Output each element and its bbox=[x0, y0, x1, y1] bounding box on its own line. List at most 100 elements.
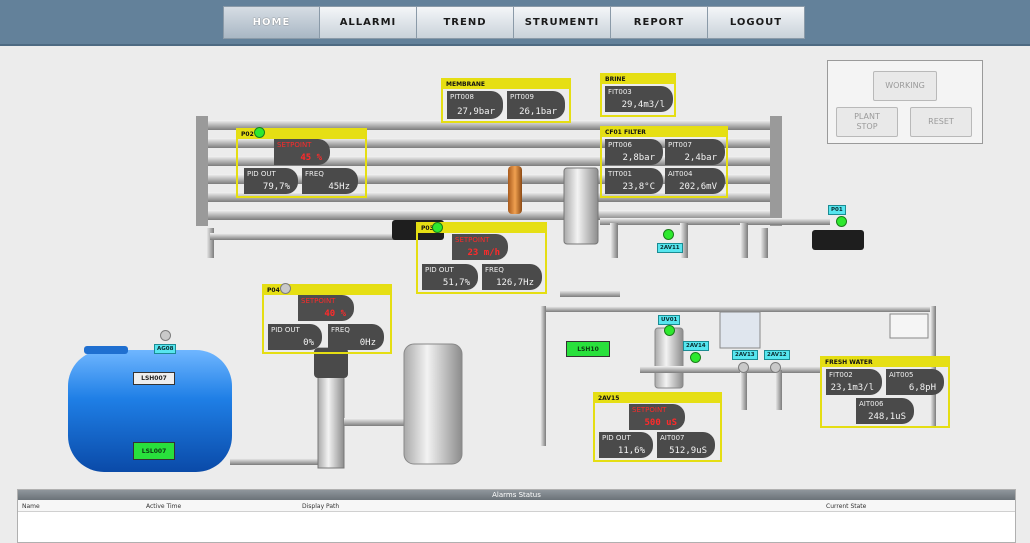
gauge-value: 2,4bar bbox=[684, 153, 717, 163]
2av15-valve-panel: 2AV15 SETPOINT 500 uS PID OUT 11,6% AIT0… bbox=[593, 392, 722, 462]
nav-trend-button[interactable]: TREND bbox=[417, 6, 514, 39]
pit009-gauge[interactable]: PIT009 26,1bar bbox=[507, 91, 565, 119]
tank-body bbox=[68, 350, 232, 472]
drop-pipe bbox=[740, 370, 747, 410]
plant-control-panel: WORKING PLANT STOP RESET bbox=[827, 60, 983, 144]
gauge-value: 27,9bar bbox=[457, 107, 495, 117]
top-navigation-bar: HOME ALLARMI TREND STRUMENTI REPORT LOGO… bbox=[0, 0, 1030, 46]
reset-button[interactable]: RESET bbox=[910, 107, 972, 137]
panel-title: CF01 FILTER bbox=[602, 128, 726, 137]
nav-allarmi-button[interactable]: ALLARMI bbox=[320, 6, 417, 39]
panel-title: BRINE bbox=[602, 75, 674, 84]
p03-setpoint-gauge[interactable]: SETPOINT 23 m/h bbox=[452, 234, 508, 260]
p02-pid-out-gauge: PID OUT 79,7% bbox=[244, 168, 298, 194]
p02-status-led bbox=[254, 127, 265, 138]
gauge-value: 0Hz bbox=[359, 338, 376, 348]
working-button[interactable]: WORKING bbox=[873, 71, 937, 101]
lsh007-level-switch[interactable]: LSH007 bbox=[133, 372, 175, 385]
gauge-value: 45Hz bbox=[328, 182, 350, 192]
skid-frame-top bbox=[540, 306, 935, 312]
plant-stop-button[interactable]: PLANT STOP bbox=[836, 107, 898, 137]
nav-strumenti-button[interactable]: STRUMENTI bbox=[514, 6, 611, 39]
ait004-gauge[interactable]: AIT004 202,6mV bbox=[665, 168, 725, 194]
column-current-state[interactable]: Current State bbox=[826, 503, 867, 510]
2av12-tag[interactable]: 2AV12 bbox=[764, 350, 790, 360]
membrane-tube bbox=[200, 120, 780, 130]
gauge-value: 126,7Hz bbox=[496, 278, 534, 288]
2av14-tag[interactable]: 2AV14 bbox=[683, 341, 709, 351]
feed-pipe bbox=[210, 233, 410, 240]
cf01-vessel bbox=[563, 167, 599, 245]
gauge-value: 40 % bbox=[324, 309, 346, 319]
gauge-label: SETPOINT bbox=[632, 406, 667, 414]
gauge-label: AIT006 bbox=[859, 400, 884, 408]
pump-discharge-pipe bbox=[344, 418, 404, 426]
gauge-value: 23 m/h bbox=[467, 248, 500, 258]
p01-tag[interactable]: P01 bbox=[828, 205, 846, 215]
support-pipe bbox=[740, 223, 748, 258]
ait007-gauge[interactable]: AIT007 512,9uS bbox=[657, 432, 715, 458]
2av11-tag[interactable]: 2AV11 bbox=[657, 243, 683, 253]
brine-panel: BRINE FIT003 29,4m3/l bbox=[600, 73, 676, 117]
membrane-tube bbox=[200, 192, 780, 202]
pressure-vessel bbox=[403, 343, 463, 465]
p02-pump-panel: P02 SETPOINT 45 % PID OUT 79,7% FREQ 45H… bbox=[236, 128, 367, 198]
gauge-label: PID OUT bbox=[602, 434, 631, 442]
2av13-tag[interactable]: 2AV13 bbox=[732, 350, 758, 360]
pit008-gauge[interactable]: PIT008 27,9bar bbox=[447, 91, 503, 119]
ait006-gauge[interactable]: AIT006 248,1uS bbox=[856, 398, 914, 424]
gauge-value: 45 % bbox=[300, 153, 322, 163]
fit002-gauge[interactable]: FIT002 23,1m3/l bbox=[826, 369, 882, 395]
nav-home-button[interactable]: HOME bbox=[223, 6, 320, 39]
tank-outlet-pipe bbox=[230, 458, 330, 465]
alarms-title: Alarms Status bbox=[18, 490, 1015, 500]
p04-setpoint-gauge[interactable]: SETPOINT 40 % bbox=[298, 295, 354, 321]
gauge-value: 6,8pH bbox=[908, 383, 936, 393]
column-name[interactable]: Name bbox=[22, 503, 40, 510]
pit006-gauge[interactable]: PIT006 2,8bar bbox=[605, 139, 663, 165]
2av11-status-led bbox=[663, 229, 674, 240]
gauge-label: AIT005 bbox=[889, 371, 914, 379]
gauge-value: 500 uS bbox=[644, 418, 677, 428]
p02-setpoint-gauge[interactable]: SETPOINT 45 % bbox=[274, 139, 330, 165]
sample-window bbox=[889, 313, 929, 339]
gauge-label: SETPOINT bbox=[455, 236, 490, 244]
p04-pid-out-gauge: PID OUT 0% bbox=[268, 324, 322, 350]
gauge-label: SETPOINT bbox=[277, 141, 312, 149]
2av15-setpoint-gauge[interactable]: SETPOINT 500 uS bbox=[629, 404, 685, 430]
pump-p01-motor bbox=[812, 230, 864, 250]
gauge-value: 26,1bar bbox=[519, 107, 557, 117]
panel-title: P04 bbox=[264, 286, 390, 295]
ait005-gauge[interactable]: AIT005 6,8pH bbox=[886, 369, 944, 395]
fit003-gauge[interactable]: FIT003 29,4m3/l bbox=[605, 86, 673, 112]
nav-report-button[interactable]: REPORT bbox=[611, 6, 708, 39]
gauge-value: 2,8bar bbox=[622, 153, 655, 163]
gauge-label: PIT006 bbox=[608, 141, 632, 149]
pump-p04-motor bbox=[314, 348, 348, 378]
tit001-gauge[interactable]: TIT001 23,8°C bbox=[605, 168, 663, 194]
membrane-tube bbox=[200, 174, 780, 184]
skid-frame-left bbox=[540, 306, 546, 446]
gauge-value: 79,7% bbox=[262, 182, 290, 192]
gauge-value: 11,6% bbox=[617, 446, 645, 456]
ag08-tag[interactable]: AG08 bbox=[154, 344, 177, 354]
membrane-tube bbox=[200, 138, 780, 148]
p03-freq-gauge: FREQ 126,7Hz bbox=[482, 264, 542, 290]
panel-title: FRESH WATER bbox=[822, 358, 948, 367]
membrane-panel: MEMBRANE PIT008 27,9bar PIT009 26,1bar bbox=[441, 78, 571, 123]
column-active-time[interactable]: Active Time bbox=[146, 503, 182, 510]
gauge-value: 512,9uS bbox=[669, 446, 707, 456]
pit007-gauge[interactable]: PIT007 2,4bar bbox=[665, 139, 725, 165]
gauge-label: PID OUT bbox=[271, 326, 300, 334]
uv01-tag[interactable]: UV01 bbox=[658, 315, 681, 325]
lsh10-level-switch[interactable]: LSH10 bbox=[566, 341, 610, 357]
column-display-path[interactable]: Display Path bbox=[302, 503, 340, 510]
lsl007-level-switch[interactable]: LSL007 bbox=[133, 442, 175, 460]
rack-end-cap bbox=[196, 116, 208, 226]
ro-membrane-rack bbox=[196, 116, 782, 258]
gauge-label: AIT004 bbox=[668, 170, 693, 178]
p03-status-led bbox=[432, 222, 443, 233]
nav-logout-button[interactable]: LOGOUT bbox=[708, 6, 805, 39]
gauge-value: 202,6mV bbox=[679, 182, 717, 192]
gauge-value: 29,4m3/l bbox=[621, 100, 665, 110]
